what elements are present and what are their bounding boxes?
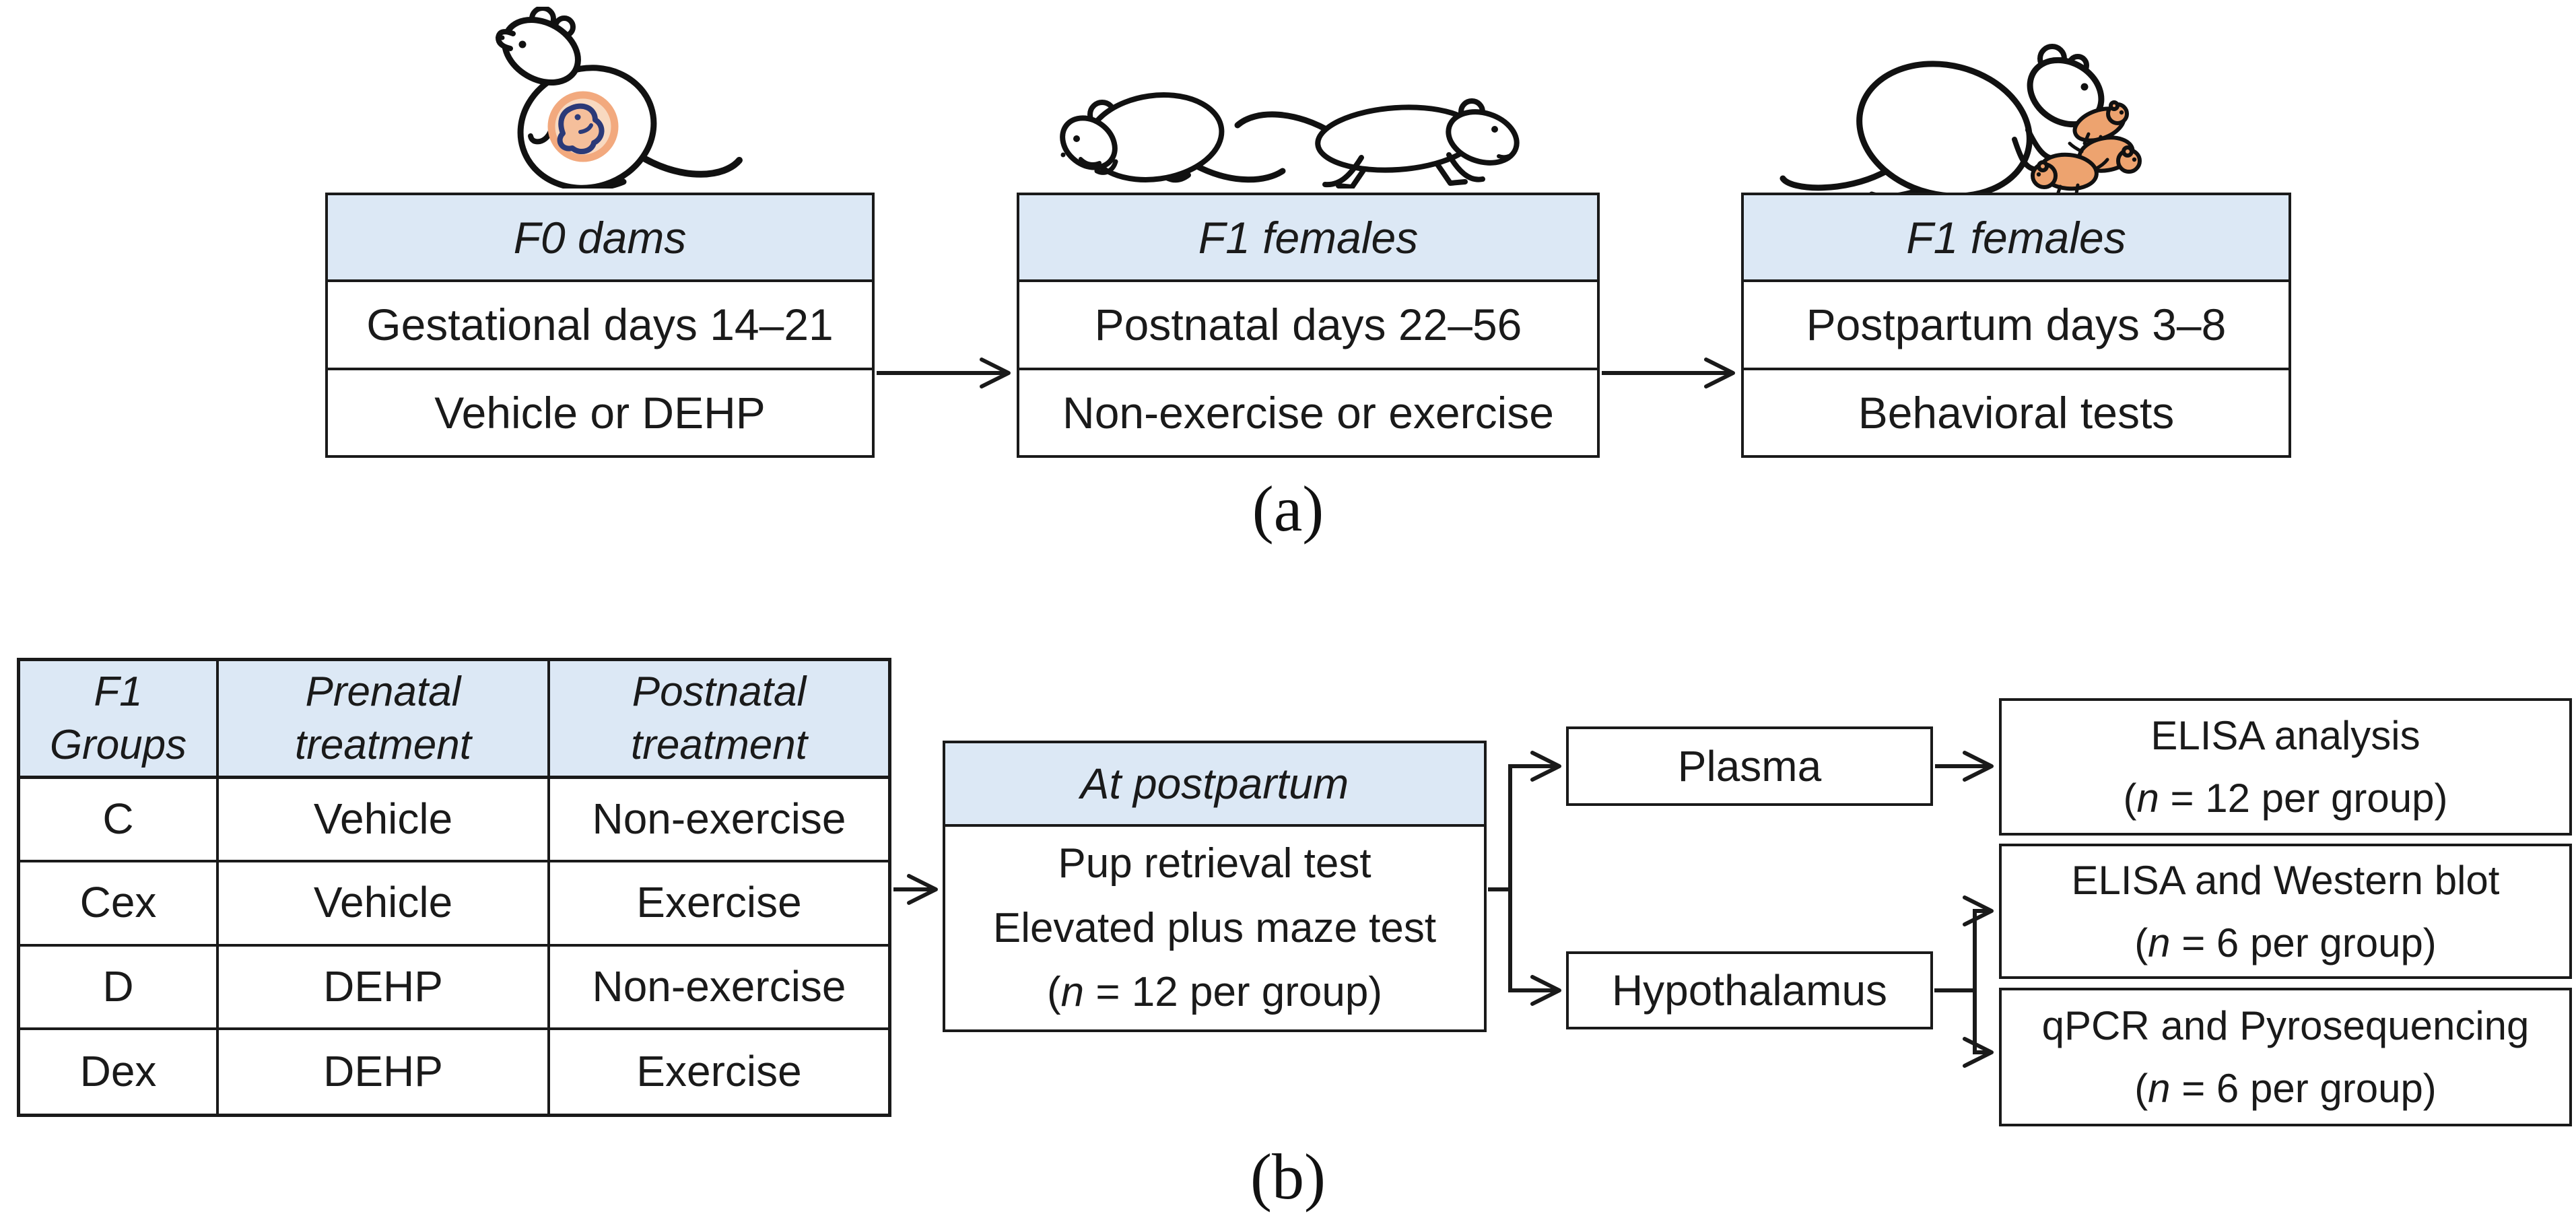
table-cell-postnatal: Exercise xyxy=(636,1046,802,1095)
table-header-groups: F1 Groups xyxy=(20,661,219,779)
analysis-title: qPCR and Pyrosequencing xyxy=(2041,1003,2530,1048)
postpartum-header: At postpartum xyxy=(945,743,1484,827)
stage-header: F1 females xyxy=(1744,195,2289,282)
analysis-title: ELISA analysis xyxy=(2150,713,2420,758)
table-cell-group: C xyxy=(20,779,219,863)
stage-box-f1-postnatal: F1 females Postnatal days 22–56 Non-exer… xyxy=(1017,193,1600,458)
table-cell-prenatal: Vehicle xyxy=(219,862,550,947)
postpartum-tests-box: At postpartum Pup retrieval test Elevate… xyxy=(943,741,1487,1032)
table-cell-prenatal: DEHP xyxy=(219,1029,550,1114)
table-cell-postnatal: Non-exercise xyxy=(550,947,888,1030)
elevated-plus-maze-test: Elevated plus maze test xyxy=(992,904,1437,951)
hypothalamus-box: Hypothalamus xyxy=(1566,951,1933,1029)
pup-retrieval-test: Pup retrieval test xyxy=(1058,840,1371,887)
stage-header: F0 dams xyxy=(328,195,872,282)
pregnant-rat-icon xyxy=(496,7,743,189)
sitting-rat-icon xyxy=(1060,92,1286,183)
sample-size: (n = 6 per group) xyxy=(2134,1066,2437,1111)
sample-size: (n = 12 per group) xyxy=(2123,776,2448,821)
panel-b-label: (b) xyxy=(1250,1141,1326,1213)
stage-timeline: Gestational days 14–21 xyxy=(328,282,872,370)
stage-treatment: Non-exercise or exercise xyxy=(1062,387,1554,438)
elisa-analysis-box: ELISA analysis (n = 12 per group) xyxy=(1999,698,2572,836)
stage-treatment: Vehicle or DEHP xyxy=(434,387,766,438)
running-rat-icon xyxy=(1234,98,1520,189)
stage-timeline: Postnatal days 22–56 xyxy=(1019,282,1597,370)
stage-timeline: Postpartum days 3–8 xyxy=(1744,282,2289,370)
table-cell-group: Cex xyxy=(20,862,219,947)
table-cell-prenatal: Vehicle xyxy=(219,779,550,863)
qpcr-pyrosequencing-box: qPCR and Pyrosequencing (n = 6 per group… xyxy=(1999,988,2572,1126)
analysis-title: ELISA and Western blot xyxy=(2071,857,2500,903)
stage-treatment: Behavioral tests xyxy=(1858,387,2175,438)
elisa-western-blot-box: ELISA and Western blot (n = 6 per group) xyxy=(1999,844,2572,979)
mother-rat-with-pups-icon xyxy=(1780,44,2142,199)
sample-size: (n = 6 per group) xyxy=(2134,920,2437,965)
plasma-box: Plasma xyxy=(1566,726,1933,806)
table-header-prenatal: Prenatal treatment xyxy=(219,661,550,779)
table-cell-prenatal: DEHP xyxy=(219,946,550,1030)
table-cell-postnatal: Non-exercise xyxy=(550,779,888,863)
stage-header: F1 females xyxy=(1019,195,1597,282)
stage-box-f1-postpartum: F1 females Postpartum days 3–8 Behaviora… xyxy=(1741,193,2291,458)
sample-size: (n = 12 per group) xyxy=(1046,969,1383,1016)
f1-groups-table: F1 Groups Prenatal treatment Postnatal t… xyxy=(17,658,891,1117)
table-header-postnatal: Postnatal treatment xyxy=(550,661,888,779)
panel-a-label: (a) xyxy=(1252,473,1324,545)
table-cell-group: Dex xyxy=(20,1029,219,1114)
postpartum-tests: Pup retrieval test Elevated plus maze te… xyxy=(945,827,1484,1029)
stage-box-f0-dams: F0 dams Gestational days 14–21 Vehicle o… xyxy=(325,193,875,458)
table-cell-group: D xyxy=(20,946,219,1030)
table-cell-postnatal: Exercise xyxy=(550,862,888,947)
